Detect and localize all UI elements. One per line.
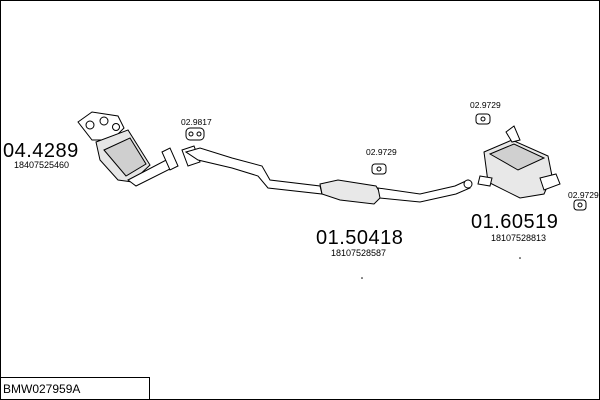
part-code-catalyst: 04.4289 bbox=[3, 140, 79, 162]
part-code-middle-silencer: 01.50418 bbox=[316, 227, 404, 249]
part-code-rear-muffler: 01.60519 bbox=[471, 211, 559, 233]
rear-muffler[interactable] bbox=[477, 125, 561, 199]
oe-number-middle-silencer: 18107528587 bbox=[331, 248, 387, 258]
part-code-hanger-middle: 02.9729 bbox=[366, 147, 397, 157]
middle-silencer-pipe[interactable] bbox=[184, 147, 473, 205]
hanger-part-middle[interactable] bbox=[371, 163, 387, 175]
oe-number-catalyst: 18407525460 bbox=[14, 160, 70, 170]
title-box: BMW027959A bbox=[0, 377, 150, 399]
diagram-title: BMW027959A bbox=[3, 382, 81, 396]
part-code-hanger-top: 02.9729 bbox=[470, 100, 501, 110]
catalytic-converter[interactable] bbox=[77, 111, 179, 187]
part-code-gasket: 02.9817 bbox=[181, 117, 212, 127]
part-code-hanger-right: 02.9729 bbox=[568, 190, 599, 200]
hanger-part-top[interactable] bbox=[475, 113, 491, 125]
hanger-part-right[interactable] bbox=[573, 199, 587, 211]
oe-number-rear-muffler: 18107528813 bbox=[491, 233, 547, 243]
